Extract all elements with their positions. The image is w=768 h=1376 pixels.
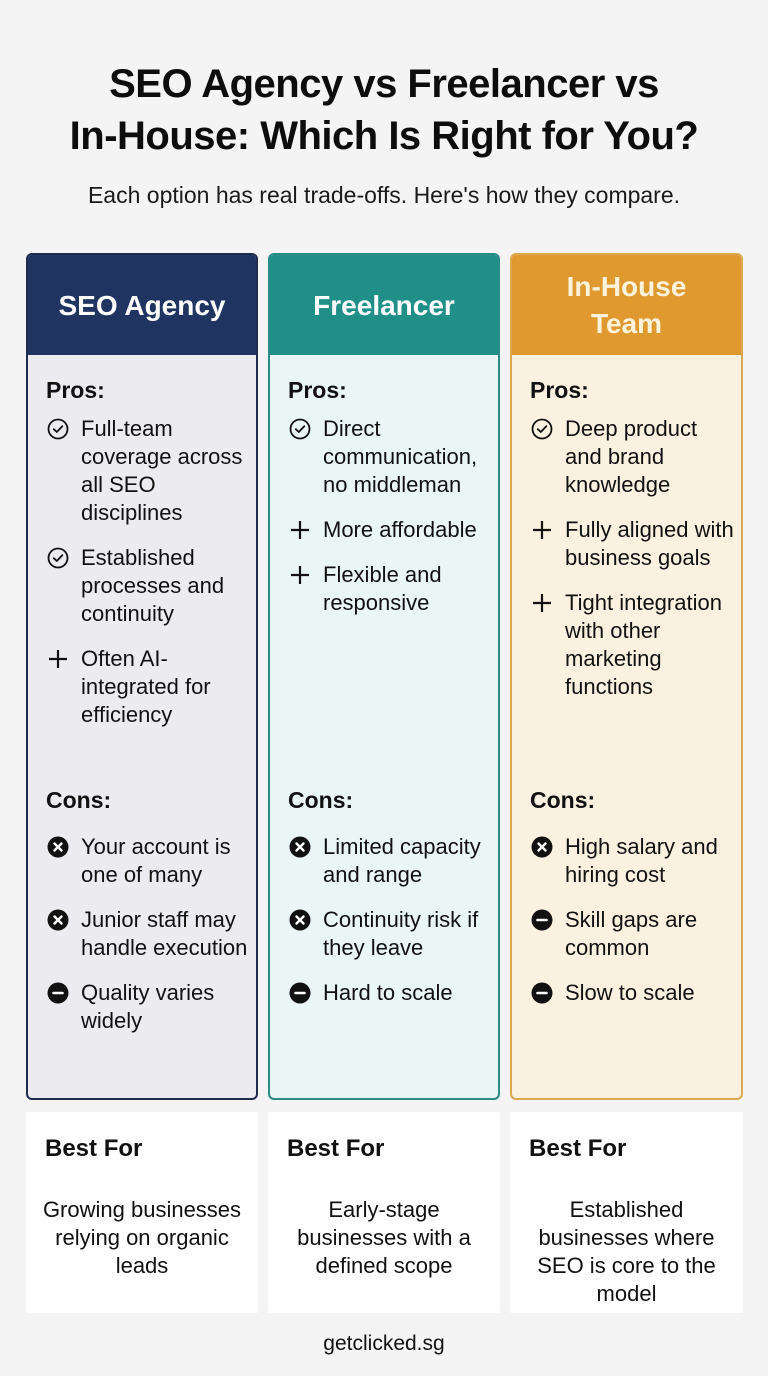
page-subtitle: Each option has real trade-offs. Here's … (87, 182, 681, 208)
best-for-label: Best For (45, 1135, 143, 1162)
best-for-label: Best For (287, 1135, 385, 1162)
plus-icon (530, 518, 554, 542)
best-for-card-in-house-team: Best For Established businesses where SE… (510, 1112, 743, 1313)
check-circle-icon (288, 417, 312, 441)
cons-item-text: Your account is one of many (81, 834, 231, 887)
cons-item-text: High salary and hiring cost (565, 834, 718, 887)
column-in-house-team: In-House Team Pros: Deep product and bra… (510, 253, 743, 1100)
pros-item: Fully aligned with business goals (530, 516, 741, 572)
page-title: SEO Agency vs Freelancer vs In-House: Wh… (0, 58, 768, 162)
pros-item-text: Deep product and brand knowledge (565, 416, 698, 497)
best-for-card-freelancer: Best For Early-stage businesses with a d… (268, 1112, 500, 1313)
footer-site: getclicked.sg (323, 1332, 445, 1355)
cons-item: Quality varies widely (46, 979, 256, 1035)
minus-circle-icon (46, 981, 70, 1005)
plus-icon (530, 591, 554, 615)
pros-label: Pros: (288, 377, 347, 403)
best-for-label: Best For (529, 1135, 627, 1162)
pros-item: Direct communication, no middleman (288, 415, 498, 499)
cons-label: Cons: (530, 787, 596, 813)
pros-item-text: Flexible and responsive (323, 562, 442, 615)
pros-item: Deep product and brand knowledge (530, 415, 741, 499)
title-line-1: SEO Agency vs Freelancer vs (109, 62, 659, 106)
check-circle-icon (530, 417, 554, 441)
cons-item: Skill gaps are common (530, 906, 741, 962)
title-line-2: In-House: Which Is Right for You? (69, 114, 699, 158)
pros-list: Direct communication, no middleman More … (288, 415, 498, 617)
x-circle-icon (530, 835, 554, 859)
cons-list: Your account is one of many Junior staff… (46, 833, 256, 1052)
column-title: SEO Agency (58, 289, 226, 321)
cons-item: Continuity risk if they leave (288, 906, 498, 962)
x-circle-icon (46, 835, 70, 859)
cons-item: Slow to scale (530, 979, 741, 1007)
column-seo-agency: SEO Agency Pros: Full-team coverage acro… (26, 253, 258, 1100)
pros-item-text: More affordable (323, 517, 477, 542)
cons-item-text: Hard to scale (323, 980, 453, 1005)
check-circle-icon (46, 417, 70, 441)
best-for-text: Early-stage businesses with a defined sc… (297, 1197, 471, 1278)
pros-item: More affordable (288, 516, 498, 544)
pros-item: Flexible and responsive (288, 561, 498, 617)
cons-item-text: Quality varies widely (81, 980, 215, 1033)
x-circle-icon (46, 908, 70, 932)
cons-item-text: Limited capacity and range (323, 834, 481, 887)
column-header: Freelancer (270, 255, 498, 355)
pros-item-text: Direct communication, no middleman (323, 416, 478, 497)
cons-label: Cons: (46, 787, 112, 813)
pros-item: Established processes and continuity (46, 544, 256, 628)
column-freelancer: Freelancer Pros: Direct communication, n… (268, 253, 500, 1100)
best-for-text: Growing businesses relying on organic le… (42, 1197, 242, 1278)
minus-circle-icon (530, 981, 554, 1005)
pros-item-text: Tight integration with other marketing f… (565, 590, 722, 699)
pros-label: Pros: (530, 377, 589, 403)
cons-item-text: Slow to scale (565, 980, 695, 1005)
pros-item-text: Often AI-integrated for efficiency (81, 646, 211, 727)
pros-label: Pros: (46, 377, 105, 403)
cons-item: Junior staff may handle execution (46, 906, 256, 962)
pros-item: Tight integration with other marketing f… (530, 589, 741, 701)
cons-item: Limited capacity and range (288, 833, 498, 889)
best-for-text: Established businesses where SEO is core… (537, 1197, 716, 1306)
pros-item-text: Fully aligned with business goals (565, 517, 734, 570)
cons-list: Limited capacity and range Continuity ri… (288, 833, 498, 1024)
pros-item: Often AI-integrated for efficiency (46, 645, 256, 729)
plus-icon (288, 563, 312, 587)
column-body: Pros: Direct communication, no middleman… (270, 355, 498, 1005)
pros-item-text: Full-team coverage across all SEO discip… (81, 416, 243, 525)
x-circle-icon (288, 835, 312, 859)
pros-list: Full-team coverage across all SEO discip… (46, 415, 256, 729)
pros-item: Full-team coverage across all SEO discip… (46, 415, 256, 527)
cons-item-text: Skill gaps are common (565, 907, 698, 960)
plus-icon (46, 647, 70, 671)
cons-label: Cons: (288, 787, 354, 813)
column-body: Pros: Deep product and brand knowledge F… (512, 355, 741, 1005)
column-header: In-House Team (512, 255, 741, 355)
plus-icon (288, 518, 312, 542)
cons-item-text: Junior staff may handle execution (81, 907, 248, 960)
cons-item-text: Continuity risk if they leave (323, 907, 479, 960)
cons-item: Hard to scale (288, 979, 498, 1007)
best-for-card-seo-agency: Best For Growing businesses relying on o… (26, 1112, 258, 1313)
pros-list: Deep product and brand knowledge Fully a… (530, 415, 741, 701)
column-header: SEO Agency (28, 255, 256, 355)
cons-item: High salary and hiring cost (530, 833, 741, 889)
minus-circle-icon (288, 981, 312, 1005)
column-body: Pros: Full-team coverage across all SEO … (28, 355, 256, 1033)
column-title: In-House Team (566, 271, 687, 339)
cons-item: Your account is one of many (46, 833, 256, 889)
cons-list: High salary and hiring cost Skill gaps a… (530, 833, 741, 1024)
minus-circle-icon (530, 908, 554, 932)
column-title: Freelancer (313, 289, 455, 321)
check-circle-icon (46, 546, 70, 570)
pros-item-text: Established processes and continuity (81, 545, 225, 626)
x-circle-icon (288, 908, 312, 932)
